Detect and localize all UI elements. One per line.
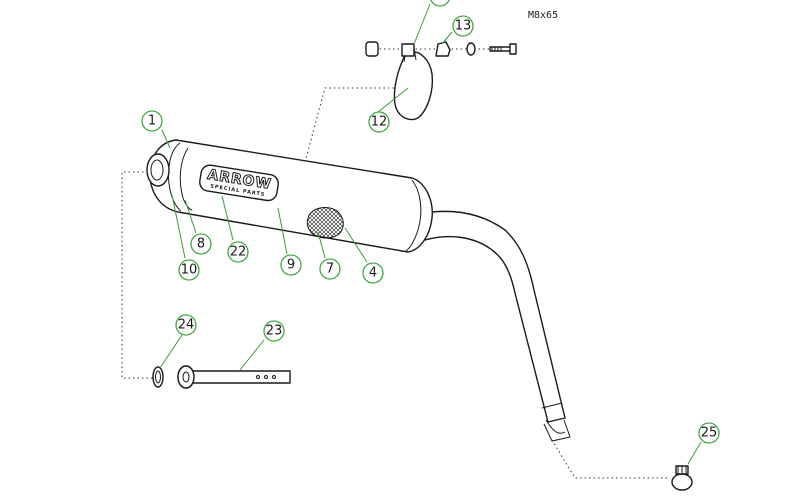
callout-8: 8	[190, 233, 212, 255]
mounting-strap	[393, 47, 434, 121]
leader-lines	[159, 3, 702, 465]
callout-9: 9	[280, 254, 302, 276]
callout-24-label: 24	[178, 318, 195, 333]
mesh-patch	[306, 207, 344, 239]
callout-8-label: 8	[197, 237, 205, 252]
callout-cropped	[430, 0, 450, 7]
callout-9-label: 9	[287, 258, 295, 273]
silencer-body	[149, 139, 433, 253]
callout-1: 1	[141, 110, 163, 132]
callout-25: 25	[698, 422, 720, 444]
callout-25-label: 25	[701, 426, 718, 441]
callout-22-label: 22	[230, 245, 247, 260]
callout-23: 23	[263, 320, 285, 342]
db-killer-insert	[177, 365, 291, 389]
bracket-hardware	[365, 41, 517, 57]
bolt-spec-label: M8x65	[528, 10, 558, 21]
callout-13: 13	[452, 15, 474, 37]
callout-1-label: 1	[148, 114, 156, 129]
end-cap	[146, 153, 170, 187]
spacer-bushing	[365, 41, 379, 57]
callout-4-label: 4	[369, 266, 377, 281]
link-pipe	[417, 210, 571, 442]
retaining-clip	[152, 366, 164, 388]
callout-12-label: 12	[371, 115, 388, 130]
callout-7-label: 7	[326, 262, 334, 277]
callout-12: 12	[368, 111, 390, 133]
bracket-tab	[435, 41, 451, 57]
callout-22: 22	[227, 241, 249, 263]
callout-24: 24	[175, 314, 197, 336]
pipe-clamp	[671, 465, 693, 491]
washer	[466, 42, 476, 56]
callout-10: 10	[178, 259, 200, 281]
assembly-guide-lines	[121, 87, 670, 479]
bolt	[489, 43, 517, 55]
callout-7: 7	[319, 258, 341, 280]
rubber-grommet	[401, 43, 415, 57]
callout-4: 4	[362, 262, 384, 284]
callout-23-label: 23	[266, 324, 283, 339]
callout-13-label: 13	[455, 19, 472, 34]
callout-10-label: 10	[181, 263, 198, 278]
